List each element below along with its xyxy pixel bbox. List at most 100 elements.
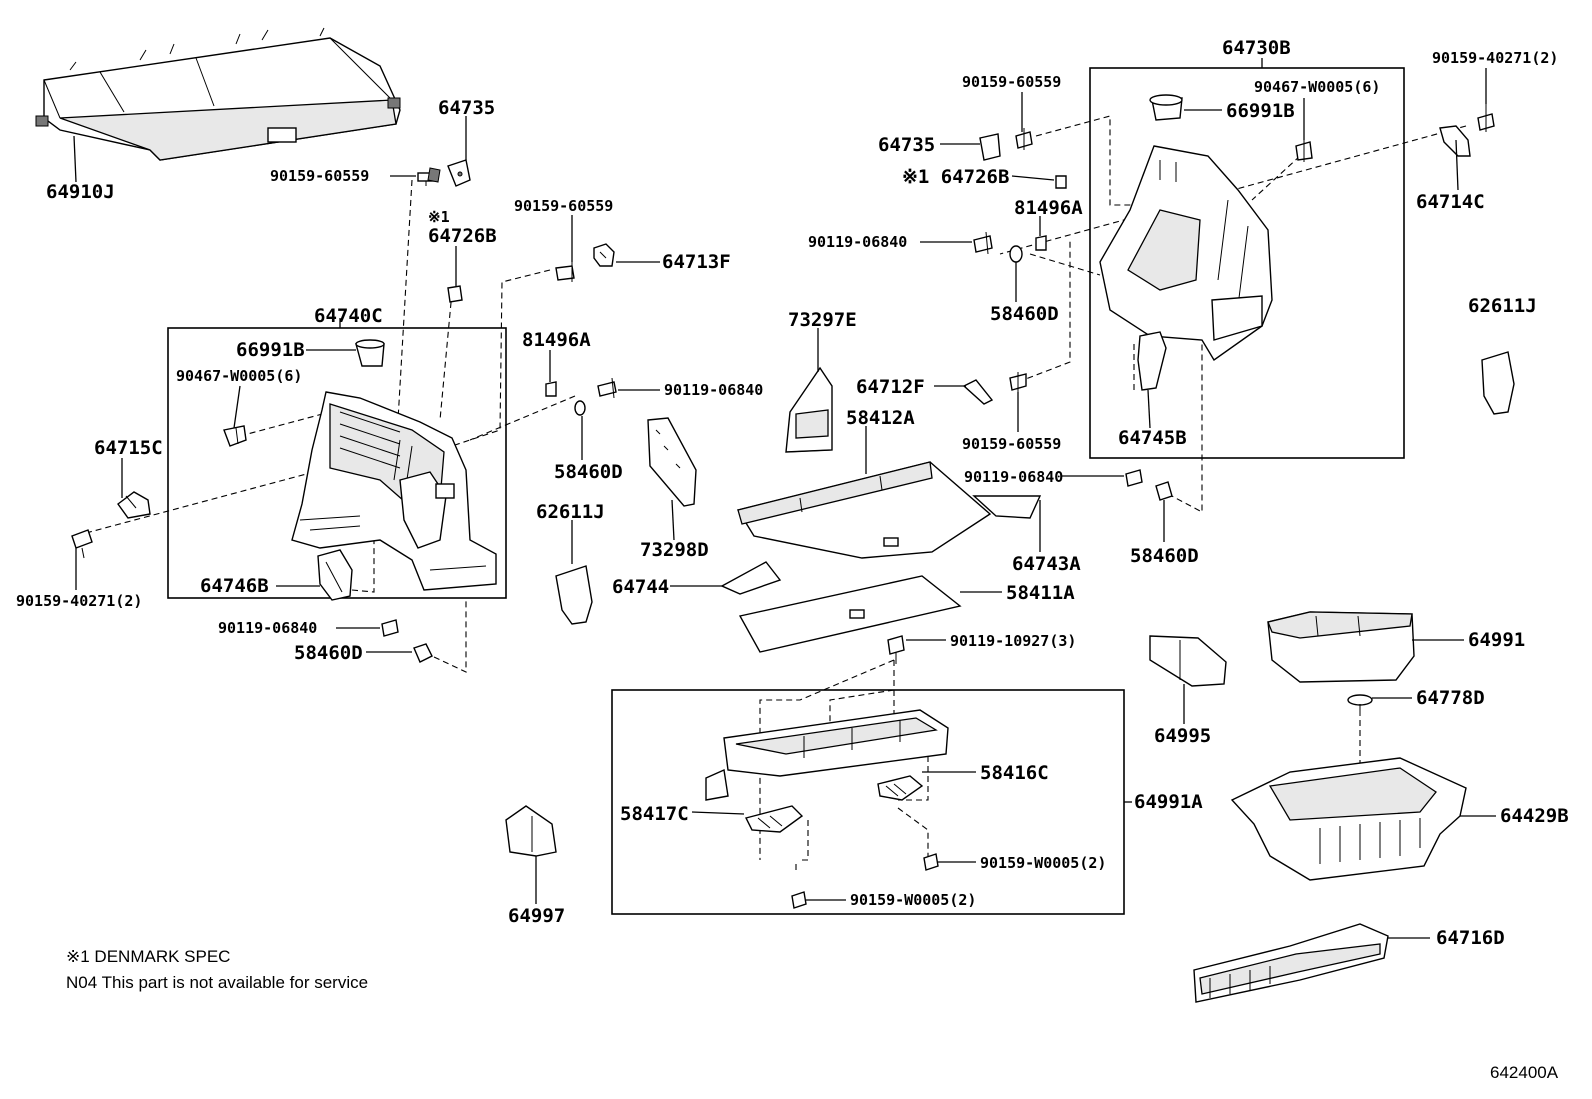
part-64745B-cover (1137, 331, 1167, 391)
label-64744: 64744 (612, 576, 669, 598)
label-64712F: 64712F (856, 376, 925, 398)
part-64716D-step-plate (1193, 923, 1389, 1003)
label-90159-60559-b: 90159-60559 (514, 197, 613, 215)
part-81496A-clip-left (545, 381, 557, 397)
label-90467-W0005-left: 90467-W0005(6) (176, 367, 302, 385)
label-64429B: 64429B (1500, 805, 1569, 827)
bolt-90159-60559-a (417, 167, 441, 186)
label-81496A-right: 81496A (1014, 197, 1083, 219)
clip-90467-left (223, 425, 247, 447)
label-64745B: 64745B (1118, 427, 1187, 449)
label-90119-06840-d: 90119-06840 (964, 468, 1063, 486)
label-90119-06840-a: 90119-06840 (664, 381, 763, 399)
part-64995-bracket (1149, 635, 1227, 687)
label-58460D-b: 58460D (294, 642, 363, 664)
bolt-90119-06840-a (597, 377, 617, 399)
label-66991B-left: 66991B (236, 339, 305, 361)
bolt-90159-W0005-a (923, 853, 939, 871)
label-64995: 64995 (1154, 725, 1211, 747)
label-90159-60559-a: 90159-60559 (270, 167, 369, 185)
part-64735-bracket-left (447, 159, 471, 187)
bolt-90119-10927 (887, 635, 905, 664)
bolt-90159-60559-b (555, 262, 575, 282)
bolt-90159-60559-c (1009, 372, 1027, 394)
part-73298D-panel (647, 417, 697, 507)
label-58412A: 58412A (846, 407, 915, 429)
label-64730B: 64730B (1222, 37, 1291, 59)
label-90159-W0005-b: 90159-W0005(2) (850, 891, 976, 909)
nut-58460D-b (413, 643, 433, 663)
part-64740C-side-trim (291, 391, 497, 591)
label-73297E: 73297E (788, 309, 857, 331)
bolt-90119-06840-d (1125, 469, 1143, 487)
figure-id: 642400A (1490, 1063, 1559, 1082)
part-64715C-bracket (117, 491, 151, 519)
label-90159-40271-left: 90159-40271(2) (16, 592, 142, 610)
label-90119-06840-c: 90119-06840 (808, 233, 907, 251)
label-x1-64726B-right: ※1 64726B (902, 166, 1009, 188)
label-62611J-left: 62611J (536, 501, 605, 523)
part-62611J-left (555, 565, 593, 625)
label-64740C: 64740C (314, 305, 383, 327)
label-90467-W0005-right: 90467-W0005(6) (1254, 78, 1380, 96)
part-64746B-cover (317, 549, 353, 601)
part-64991-tray (1267, 611, 1415, 683)
label-x1-left: ※1 (428, 208, 450, 226)
label-64910J: 64910J (46, 181, 115, 203)
part-66991B-cup-right (1149, 94, 1183, 121)
label-58460D-a: 58460D (554, 461, 623, 483)
nut-58460D-a (574, 400, 586, 416)
label-64726B-left: 64726B (428, 225, 497, 247)
part-64726B-clip-left (447, 285, 463, 303)
part-64730B-side-trim (1099, 145, 1273, 362)
label-64714C: 64714C (1416, 191, 1485, 213)
clip-90467-right (1295, 140, 1313, 162)
part-66991B-cup-left (355, 339, 385, 367)
label-64735-left: 64735 (438, 97, 495, 119)
bolt-90159-60559-d (1015, 128, 1033, 150)
label-90119-06840-b: 90119-06840 (218, 619, 317, 637)
part-64429B-tub (1230, 757, 1467, 881)
label-64735-right: 64735 (878, 134, 935, 156)
label-64778D: 64778D (1416, 687, 1485, 709)
part-58416C-bracket (877, 775, 924, 801)
bolt-90159-W0005-b (791, 891, 807, 909)
bolt-90119-06840-b (381, 619, 399, 637)
label-62611J-right: 62611J (1468, 295, 1537, 317)
label-58411A: 58411A (1006, 582, 1075, 604)
part-64735-bracket-right (979, 133, 1001, 161)
label-64991A: 64991A (1134, 791, 1203, 813)
part-64726B-clip-right (1055, 175, 1067, 189)
label-64715C: 64715C (94, 437, 163, 459)
label-58416C: 58416C (980, 762, 1049, 784)
label-90159-60559-d: 90159-60559 (962, 73, 1061, 91)
label-64713F: 64713F (662, 251, 731, 273)
label-66991B-right: 66991B (1226, 100, 1295, 122)
label-58460D-c: 58460D (990, 303, 1059, 325)
label-81496A-left: 81496A (522, 329, 591, 351)
label-73298D: 73298D (640, 539, 709, 561)
part-73297E-panel (785, 366, 833, 453)
label-90159-40271-right: 90159-40271(2) (1432, 49, 1558, 67)
label-64991: 64991 (1468, 629, 1525, 651)
part-64991A-storage-box (705, 709, 949, 801)
bolt-90159-40271-left (71, 529, 93, 559)
clip-64778D (1347, 694, 1373, 716)
part-64712F-strip (962, 379, 994, 405)
bolt-90159-40271-right (1477, 104, 1495, 132)
label-58417C: 58417C (620, 803, 689, 825)
part-81496A-clip-right (1035, 235, 1047, 251)
label-64997: 64997 (508, 905, 565, 927)
part-58411A-mat (738, 575, 962, 653)
assembly-box-64730B (1089, 67, 1405, 459)
nut-58460D-c (1009, 245, 1023, 263)
label-90119-10927: 90119-10927(3) (950, 632, 1076, 650)
label-90159-W0005-a: 90159-W0005(2) (980, 854, 1106, 872)
note-n04: N04 This part is not available for servi… (66, 973, 368, 992)
label-64716D: 64716D (1436, 927, 1505, 949)
label-64743A: 64743A (1012, 553, 1081, 575)
leader-lines (73, 58, 1496, 939)
part-64997-bracket (505, 805, 557, 857)
label-64746B: 64746B (200, 575, 269, 597)
